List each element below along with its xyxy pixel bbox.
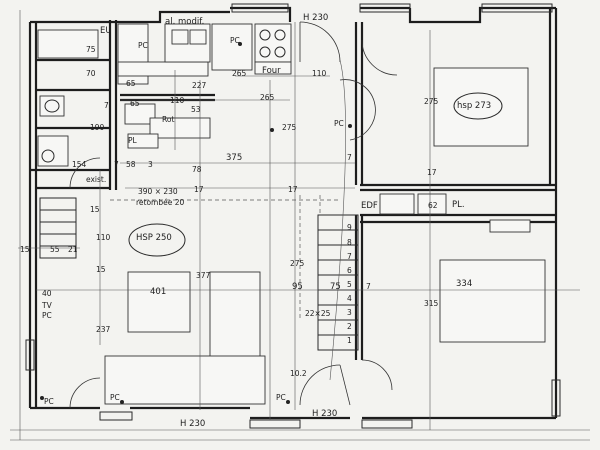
label-d58: 58	[126, 160, 136, 169]
label-d275-right: 275	[424, 97, 439, 106]
label-exist: exist.	[86, 175, 106, 184]
dimension-lines	[10, 10, 590, 441]
label-d55: 55	[50, 245, 60, 254]
label-hsp273: hsp 273	[457, 101, 491, 111]
label-d275-stair: 275	[290, 259, 305, 268]
label-d110-top: 110	[312, 69, 327, 78]
label-d17-c: 17	[288, 185, 298, 194]
stair-step-3: 3	[347, 308, 352, 317]
label-d22x25: 22×25	[305, 309, 331, 318]
label-four: Four	[262, 66, 281, 76]
label-pc-tv: PC	[42, 311, 52, 320]
label-rot: Rot	[162, 115, 174, 124]
label-pc-top: PC	[230, 36, 240, 45]
label-d78: 78	[192, 165, 202, 174]
stair-step-5: 5	[347, 280, 352, 289]
label-d3: 3	[148, 160, 153, 169]
furniture	[104, 67, 546, 405]
label-d265-mid: 265	[260, 93, 275, 102]
label-d65-mid: 65	[130, 99, 140, 108]
stair-step-7: 7	[347, 252, 352, 261]
label-d53: 53	[191, 105, 201, 114]
stair-step-6: 6	[347, 266, 352, 275]
label-d7-d: 7	[366, 282, 371, 291]
label-pc-bottom-left: PC	[44, 397, 54, 406]
stair-step-8: 8	[347, 238, 352, 247]
label-d275-top: 275	[282, 123, 297, 132]
label-pc-bottom-mid: PC	[110, 393, 120, 402]
label-h230-bottom-right: H 230	[312, 409, 337, 419]
label-d227: 227	[192, 81, 207, 90]
stair-step-2: 2	[347, 322, 352, 331]
label-d237: 237	[96, 325, 111, 334]
label-d75-b: 75	[330, 282, 341, 292]
label-d401: 401	[150, 287, 166, 297]
label-pc-bottom-right: PC	[276, 393, 286, 402]
label-pc-kitchen: PC	[138, 41, 148, 50]
label-pc-center: PC	[334, 119, 344, 128]
label-d154: 154	[72, 160, 87, 169]
label-d265-top: 265	[232, 69, 247, 78]
label-d7-b: 7	[347, 153, 352, 162]
label-d70: 70	[86, 69, 96, 78]
label-eu: EU	[100, 26, 112, 36]
label-d377: 377	[196, 271, 211, 280]
label-h230-top: H 230	[303, 13, 328, 23]
label-edf: EDF	[361, 201, 378, 211]
label-d65-left: 65	[126, 79, 136, 88]
label-d15: 15	[90, 205, 100, 214]
stair-step-numbers: 9 8 7 6 5 4 3 2 1	[347, 223, 352, 345]
label-d7-c: 7	[114, 160, 119, 169]
label-d375: 375	[226, 153, 242, 163]
label-d40: 40	[42, 289, 52, 298]
label-d334: 334	[456, 279, 472, 289]
kitchen-fixtures	[37, 23, 292, 167]
walls	[28, 6, 558, 420]
doors	[69, 21, 398, 409]
stair-step-1: 1	[347, 336, 352, 345]
label-pl-right: PL.	[452, 200, 465, 210]
label-d95: 95	[292, 282, 303, 292]
label-d315: 315	[424, 299, 439, 308]
plan-labels: EU al. modif. PC PC H 230 hsp 273 Four 2…	[20, 13, 491, 429]
label-d102: 10.2	[290, 369, 307, 378]
windows	[25, 3, 561, 429]
staircase	[39, 197, 359, 351]
label-al-modif: al. modif.	[165, 17, 204, 27]
label-d17-a: 17	[427, 168, 437, 177]
stair-step-4: 4	[347, 294, 352, 303]
label-retombee: retombée 20	[136, 198, 185, 207]
label-tv: TV	[41, 301, 53, 310]
stair-step-9: 9	[347, 223, 352, 232]
label-d110-mid: 110	[170, 96, 185, 105]
label-d390x230: 390 × 230	[138, 187, 178, 196]
label-d75: 75	[86, 45, 96, 54]
label-d62: 62	[428, 201, 438, 210]
label-d7-a: 7	[104, 101, 109, 110]
label-hsp250: HSP 250	[136, 233, 172, 243]
label-d15-a: 15	[20, 245, 30, 254]
label-d17-b: 17	[194, 185, 204, 194]
outlet-markers	[40, 42, 352, 404]
label-d21: 21	[68, 245, 78, 254]
label-d110-left: 110	[96, 233, 111, 242]
label-d190: 190	[90, 123, 105, 132]
label-d15-b: 15	[96, 265, 106, 274]
label-pl-small: PL	[128, 136, 138, 145]
label-h230-bottom-left: H 230	[180, 419, 205, 429]
